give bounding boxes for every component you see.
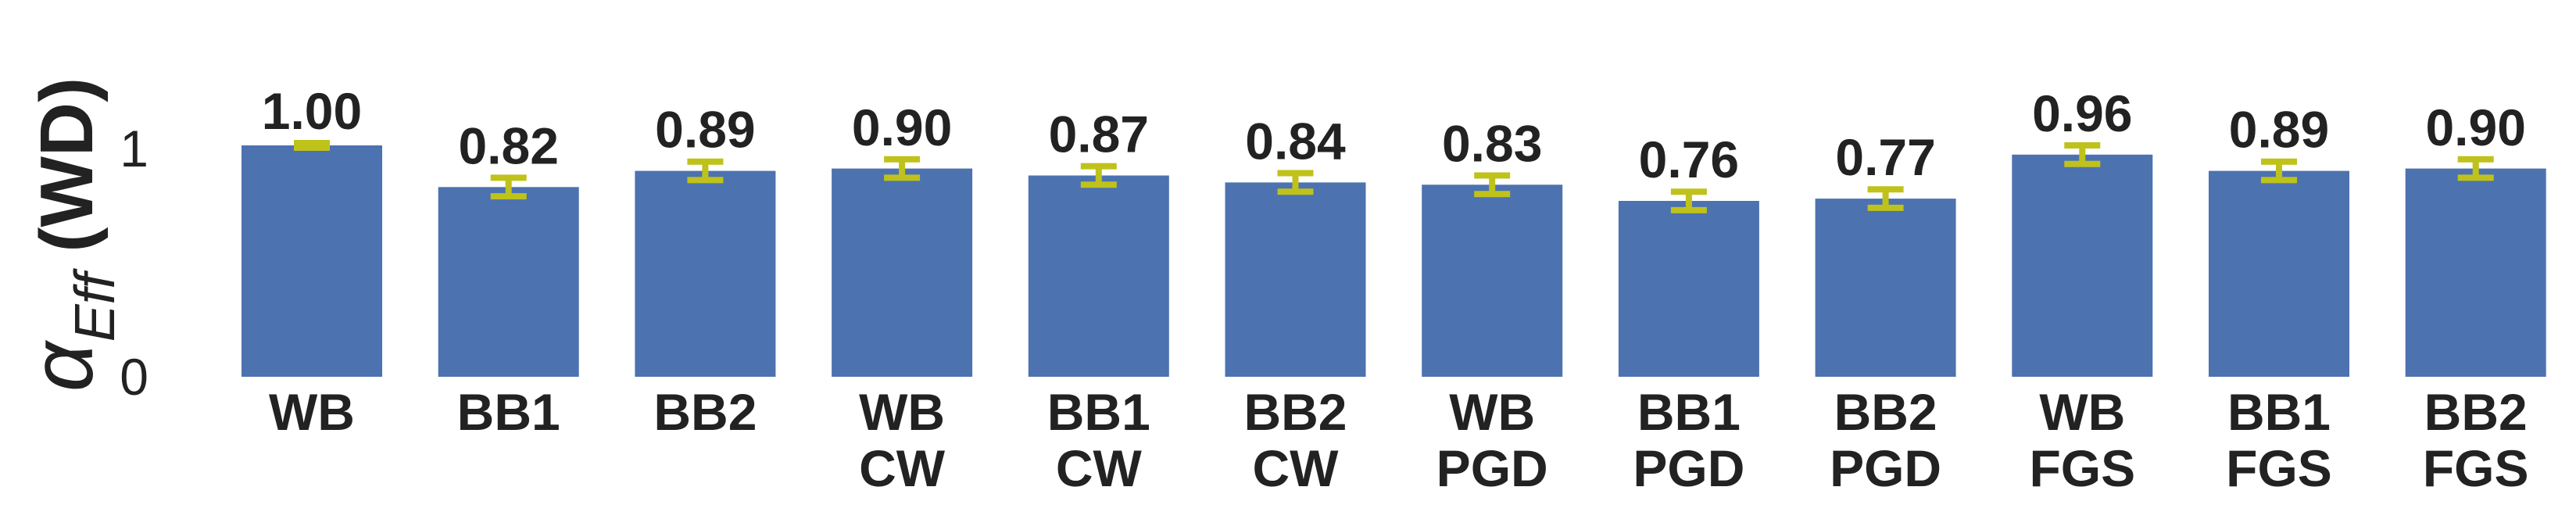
error-bar-0 [294, 140, 330, 151]
bar-3 [832, 168, 973, 377]
error-bar-6 [1474, 172, 1511, 198]
data-label-7: 0.76 [1639, 131, 1739, 188]
x-tick-label-line-8-0: BB2 [1834, 383, 1937, 441]
x-tick-label-line-5-0: BB2 [1243, 383, 1347, 441]
error-bar-8 [1867, 186, 1904, 211]
x-tick-label-1: BB1 [457, 383, 560, 441]
x-tick-label-line-2-0: BB2 [653, 383, 757, 441]
x-tick-label-line-3-0: WB [859, 383, 945, 441]
bar-6 [1422, 184, 1563, 377]
x-tick-label-line-4-1: CW [1056, 439, 1143, 497]
x-tick-label-0: WB [269, 383, 355, 441]
data-label-0: 1.00 [262, 82, 362, 140]
x-tick-label-line-6-0: WB [1449, 383, 1535, 441]
data-label-11: 0.90 [2425, 98, 2525, 156]
bar-7 [1618, 201, 1759, 377]
bar-1 [438, 187, 579, 377]
bar-0 [242, 145, 382, 377]
bar-10 [2209, 170, 2349, 377]
data-label-3: 0.90 [852, 98, 952, 156]
x-tick-label-line-10-0: BB1 [2227, 383, 2331, 441]
error-bar-2 [687, 158, 724, 184]
data-label-6: 0.83 [1442, 115, 1542, 173]
x-tick-label-line-1-0: BB1 [457, 383, 560, 441]
bar-2 [635, 170, 776, 377]
bar-9 [2012, 154, 2153, 378]
x-tick-label-line-0-0: WB [269, 383, 355, 441]
x-tick-label-line-11-1: FGS [2423, 439, 2529, 497]
y-tick-label-1: 1 [120, 120, 148, 177]
x-tick-label-line-4-0: BB1 [1047, 383, 1150, 441]
error-bar-5 [1277, 170, 1314, 195]
data-label-9: 0.96 [2032, 84, 2132, 142]
data-label-8: 0.77 [1835, 128, 1935, 186]
x-tick-label-line-7-1: PGD [1633, 439, 1744, 497]
x-tick-label-line-7-0: BB1 [1637, 383, 1741, 441]
data-label-10: 0.89 [2229, 101, 2329, 159]
error-bar-11 [2457, 156, 2494, 181]
x-tick-label-line-8-1: PGD [1830, 439, 1941, 497]
x-tick-label-line-9-0: WB [2039, 383, 2125, 441]
bar-5 [1225, 182, 1366, 377]
bar-11 [2405, 168, 2546, 377]
x-tick-label-line-3-1: CW [859, 439, 946, 497]
x-tick-label-line-11-0: BB2 [2424, 383, 2528, 441]
error-bar-3 [884, 156, 921, 181]
x-tick-label-line-10-1: FGS [2226, 439, 2332, 497]
data-label-1: 0.82 [458, 116, 558, 174]
error-bar-10 [2261, 158, 2297, 184]
y-tick-label-0: 0 [120, 348, 148, 406]
bar-4 [1028, 175, 1169, 377]
data-label-4: 0.87 [1049, 106, 1149, 163]
y-axis-subscript: Eff [64, 267, 127, 342]
error-bar-9 [2064, 142, 2101, 167]
y-axis-suffix: (WD) [25, 77, 109, 274]
x-tick-label-line-5-1: CW [1253, 439, 1340, 497]
data-label-2: 0.89 [655, 101, 755, 159]
x-tick-label-line-6-1: PGD [1436, 439, 1548, 497]
svg-text:αEff (WD): αEff (WD) [13, 77, 127, 392]
error-bar-7 [1670, 188, 1707, 213]
bar-8 [1815, 199, 1956, 377]
error-bar-1 [490, 174, 527, 200]
data-label-5: 0.84 [1245, 113, 1346, 170]
y-axis-label: αEff (WD) [13, 77, 127, 392]
x-tick-label-line-9-1: FGS [2029, 439, 2135, 497]
x-tick-label-2: BB2 [653, 383, 757, 441]
y-axis-symbol: α [13, 339, 111, 392]
error-bar-4 [1080, 163, 1117, 188]
